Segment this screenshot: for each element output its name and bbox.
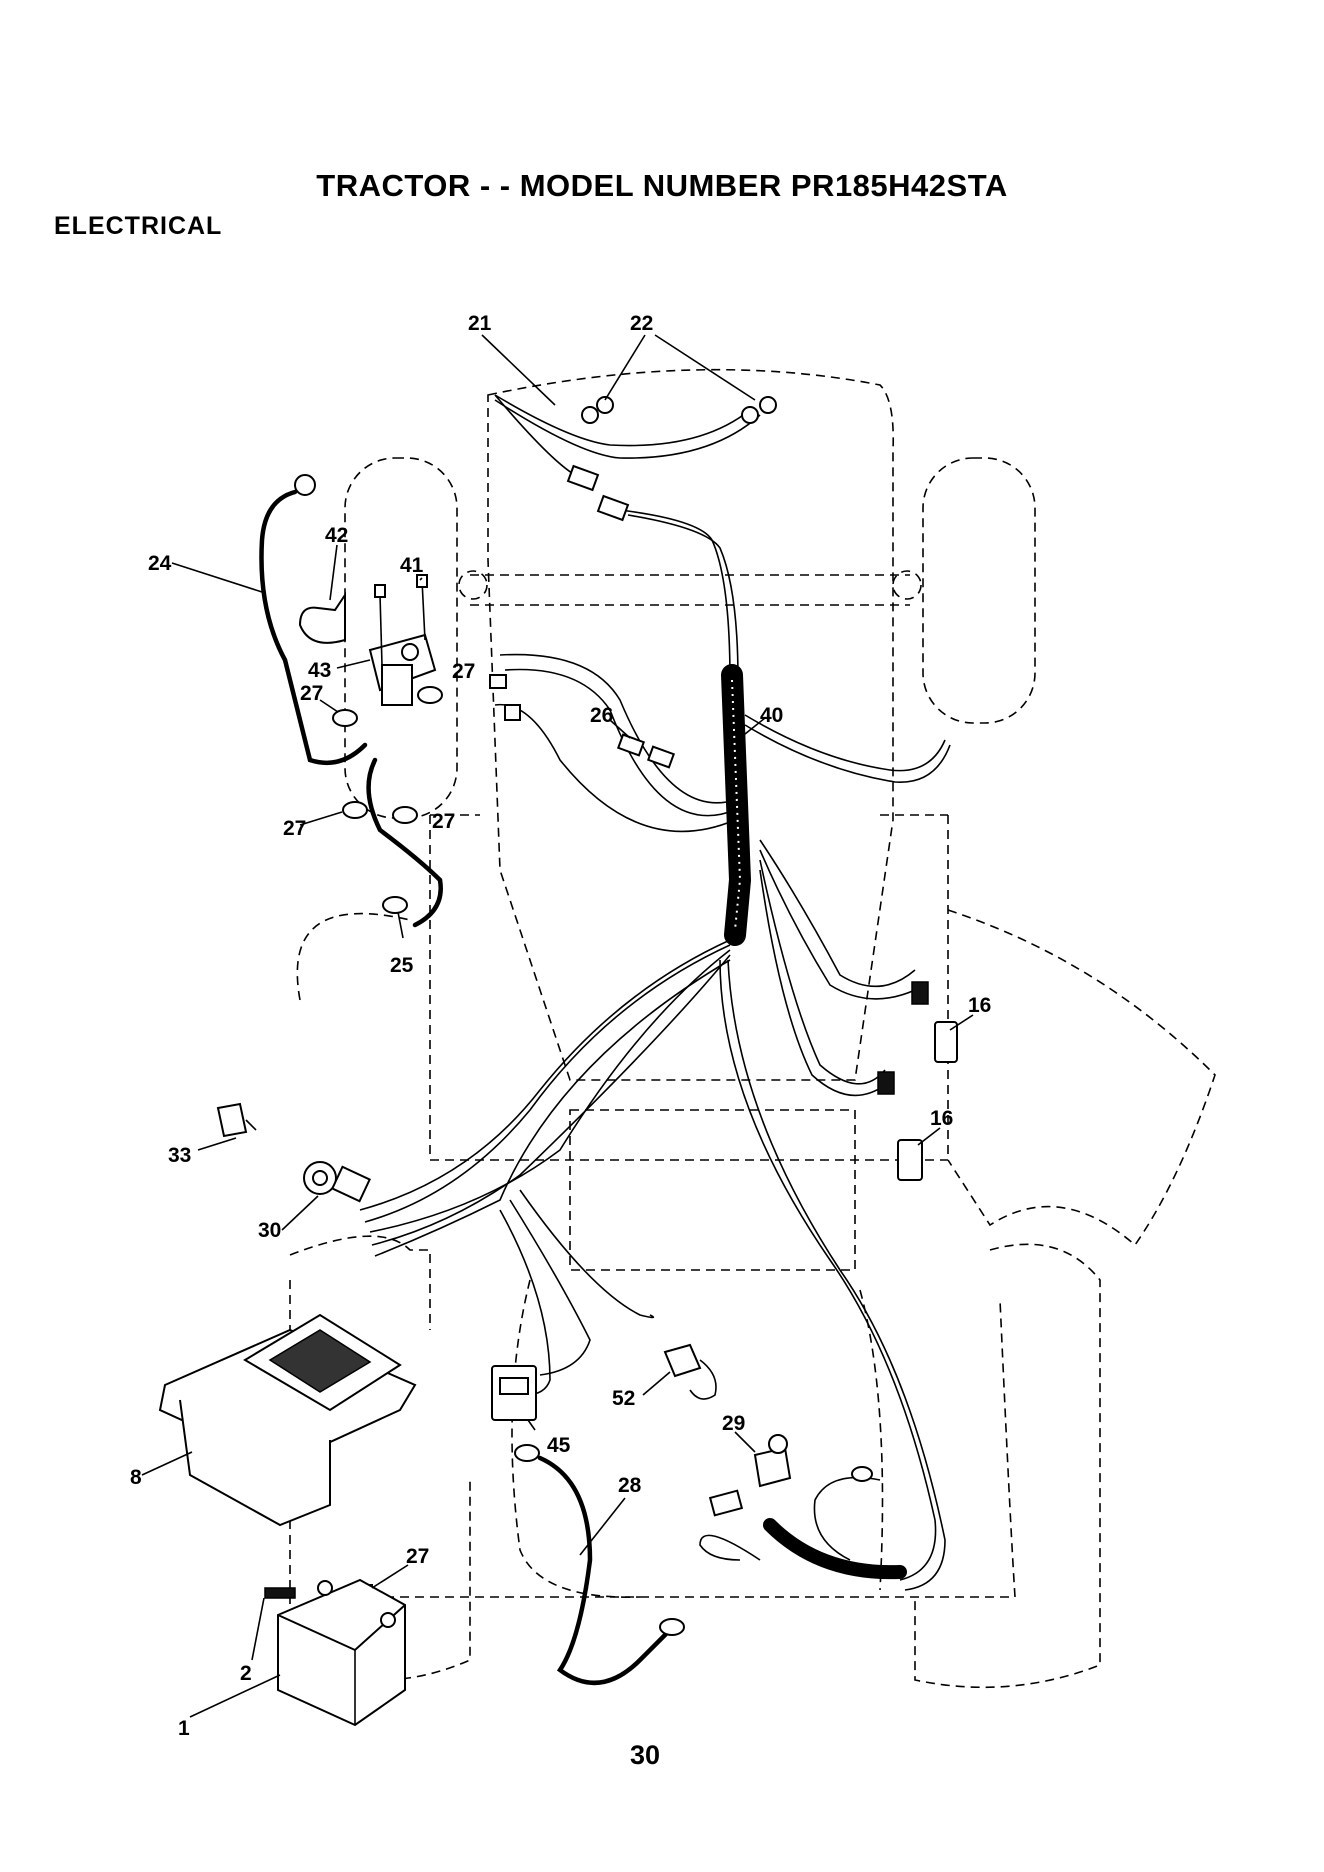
harness-loom-upper — [732, 675, 740, 935]
frame-outline — [430, 815, 948, 1160]
part-16-relays — [878, 982, 957, 1180]
part-27-nuts — [333, 687, 442, 1600]
callout-22: 22 — [630, 312, 653, 335]
part-42-boot — [300, 595, 345, 643]
callout-21: 21 — [468, 312, 492, 335]
wiring-harness — [360, 510, 950, 1590]
front-left-wheel-outline — [345, 458, 457, 818]
callout-42: 42 — [325, 524, 348, 547]
front-axle-outline — [470, 575, 910, 605]
callout-27-e: 27 — [406, 1545, 429, 1568]
part-43-solenoid — [370, 575, 435, 705]
callout-43: 43 — [308, 659, 331, 682]
callout-30: 30 — [258, 1219, 281, 1242]
callout-27-b: 27 — [300, 682, 323, 705]
callout-41: 41 — [400, 554, 424, 577]
callout-8: 8 — [130, 1466, 142, 1489]
callout-24: 24 — [148, 552, 172, 575]
part-22-headlight-bulbs — [582, 397, 776, 423]
page-number: 30 — [0, 1740, 1290, 1771]
mower-deck-outline — [948, 910, 1215, 1245]
part-8-battery-box — [160, 1315, 415, 1525]
part-1-battery — [278, 1580, 405, 1725]
rear-right-wheel-outline — [915, 1244, 1100, 1687]
callout-28: 28 — [618, 1474, 642, 1497]
part-52-connector — [665, 1345, 716, 1399]
callout-16-b: 16 — [930, 1107, 953, 1130]
part-33-connector — [218, 1104, 256, 1136]
callout-27-a: 27 — [452, 660, 475, 683]
callout-33: 33 — [168, 1144, 191, 1167]
front-right-wheel-outline — [923, 458, 1035, 723]
part-2-bolt — [265, 1588, 295, 1598]
callout-26: 26 — [590, 704, 613, 727]
callout-40: 40 — [760, 704, 783, 727]
callout-16-a: 16 — [968, 994, 991, 1017]
tractor-outline — [290, 370, 1215, 1688]
harness-loom-lower — [770, 1525, 900, 1572]
part-45-hour-meter — [492, 1366, 536, 1420]
callout-45: 45 — [547, 1434, 571, 1457]
callout-52: 52 — [612, 1387, 635, 1410]
callout-27-c: 27 — [283, 817, 306, 840]
callout-29: 29 — [722, 1412, 745, 1435]
part-25-ground-cable — [369, 760, 441, 925]
callout-1: 1 — [178, 1717, 190, 1740]
hood-outline — [488, 370, 893, 1080]
part-30-ignition-switch — [304, 1162, 370, 1201]
callout-27-d: 27 — [432, 810, 455, 833]
rear-frame-outline — [370, 1300, 1015, 1597]
part-26-fuses — [490, 675, 674, 767]
callout-2: 2 — [240, 1662, 252, 1685]
part-21-headlight-harness — [495, 395, 760, 520]
callout-25: 25 — [390, 954, 414, 977]
